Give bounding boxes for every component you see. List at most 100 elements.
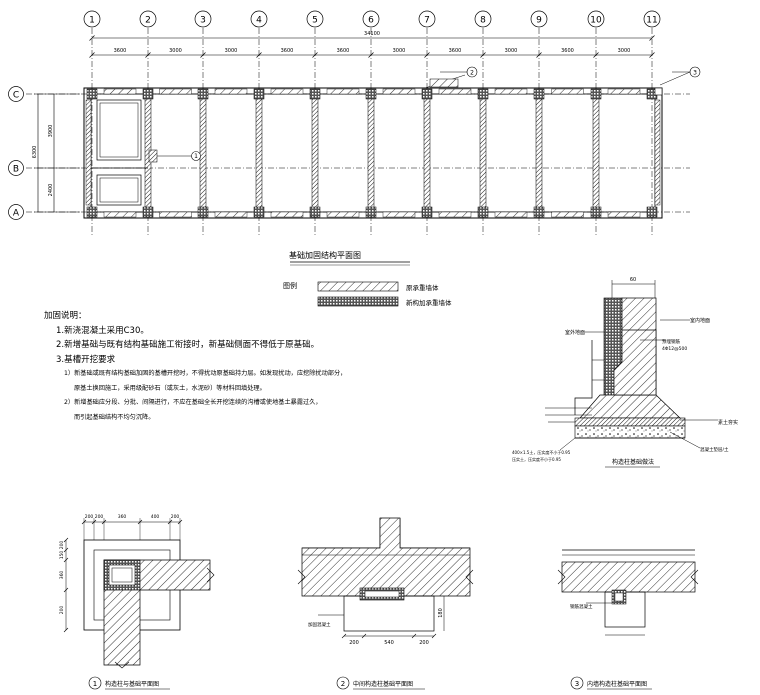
d2-tick-3 <box>431 633 437 639</box>
plan-column-top-1 <box>142 88 154 100</box>
axis-label-col-11: 11 <box>646 16 657 26</box>
dim-tick-total-start <box>89 35 95 41</box>
span-dim-7: 3000 <box>505 48 518 54</box>
plan-column-bot-6 <box>421 206 433 218</box>
plan-wall-bot-6 <box>438 211 472 218</box>
note-3: 3.基槽开挖要求 <box>56 354 116 365</box>
dim-left-outer: 6300 <box>32 146 38 159</box>
dim-tick-8 <box>536 52 542 58</box>
axis-bubble-col-10 <box>587 10 605 28</box>
plan-wall-top-2 <box>214 88 248 95</box>
section-label-right: 素土夯实 <box>718 419 738 426</box>
section-title: 构造柱基础做法 <box>612 458 654 466</box>
dim-tick-10 <box>649 52 655 58</box>
axis-label-col-5: 5 <box>312 16 318 26</box>
note-3-1a: 1）新基础或既有结构基础加固的基槽开挖时，不得扰动原基础持力层。如发现扰动，应挖… <box>64 370 347 377</box>
plan-wall-col-5 <box>367 93 375 213</box>
dim-tick-7 <box>480 52 486 58</box>
detail2-number: 2 <box>341 680 345 688</box>
detail3-number: 3 <box>575 680 579 688</box>
d1-dim-0: 200 <box>85 514 94 520</box>
dim-left-top: 3900 <box>48 125 54 138</box>
detail3-label: 钢筋混凝土 <box>570 603 593 610</box>
axis-bubble-col-11 <box>643 10 661 28</box>
span-dim-8: 3600 <box>561 48 574 54</box>
note-3-2b: 而引起基础结构不均匀沉降。 <box>74 413 155 421</box>
span-dim-9: 3000 <box>618 48 631 54</box>
plan-wall-right <box>654 99 661 206</box>
detail2-vdim: 180 <box>438 608 444 618</box>
plan-column-bot-8 <box>533 206 545 218</box>
axis-label-col-7: 7 <box>424 16 430 26</box>
section-detail: 60 室内地面 室外地面 预埋钢筋 4Φ12@500 素土夯实 混凝土垫层/土 … <box>512 277 738 468</box>
callout-1: 1 <box>194 153 198 160</box>
axis-bubble-col-9 <box>530 10 548 28</box>
plan-wall-top-8 <box>551 88 584 95</box>
axis-bubble-col-6 <box>362 10 380 28</box>
plan-title-text: 基础加固结构平面图 <box>289 250 361 260</box>
notes-block: 加固说明： 1.新浇混凝土采用C30。 2.新增基础与既有结构基础施工衔接时，新… <box>44 309 374 425</box>
plan-wall-col-7 <box>479 93 487 213</box>
note-1: 1.新浇混凝土采用C30。 <box>56 325 149 336</box>
detail1-title: 构造柱与基础平面图 <box>105 680 159 688</box>
note-2: 2.新增基础与既有结构基础施工衔接时，新基础侧面不得低于原基础。 <box>56 340 320 350</box>
plan-wall-bot-5 <box>382 211 416 218</box>
axis-label-col-8: 8 <box>480 16 486 26</box>
plan-column-bot-1 <box>142 206 154 218</box>
plan-wall-col-3 <box>255 93 263 213</box>
d1-vdim-1: 150 <box>59 551 65 560</box>
axis-label-col-6: 6 <box>368 16 374 26</box>
dim-tick-1 <box>145 52 151 58</box>
plan-column-bot-2 <box>197 206 209 218</box>
axis-label-row-B: B <box>13 164 19 174</box>
d1-vdim-2: 360 <box>59 571 65 580</box>
detail2-title: 中间构造柱基础平面图 <box>353 680 413 688</box>
detail-3: 钢筋混凝土 3 内墙构造柱基础平面图 <box>557 549 699 690</box>
plan-wall-col-2 <box>199 93 207 213</box>
span-dim-6: 3600 <box>449 48 462 54</box>
plan-column-top-3 <box>253 88 265 100</box>
axis-bubble-col-1 <box>83 10 101 28</box>
plan-wall-bot-9 <box>607 211 641 218</box>
plan-wall-bot-0 <box>103 211 137 218</box>
plan-wall-col-6 <box>423 93 431 213</box>
span-dim-0: 3600 <box>114 48 127 54</box>
legend-swatch-hatch <box>317 281 399 292</box>
section-label-rebar2: 4Φ12@500 <box>662 346 687 352</box>
plan-column-top-7 <box>477 88 489 100</box>
span-dim-2: 3000 <box>225 48 238 54</box>
dim-tick-5 <box>368 52 374 58</box>
d1-dim-4: 200 <box>171 514 180 520</box>
notes-title: 加固说明： <box>44 311 87 321</box>
plan-column-top-6 <box>421 88 433 100</box>
dim-tick-3 <box>256 52 262 58</box>
total-dim: 34100 <box>364 31 380 37</box>
section-label-rebar: 预埋钢筋 <box>662 338 680 345</box>
legend-swatch-cross <box>317 296 399 307</box>
dim-tick-0 <box>89 52 95 58</box>
plan-column-bot-5 <box>365 206 377 218</box>
plan-column-top-0 <box>86 88 98 100</box>
detail2-label: 加固混凝土 <box>308 621 331 628</box>
d1-vdim-0: 200 <box>59 541 65 550</box>
axis-label-col-9: 9 <box>536 16 542 26</box>
legend-label: 图例 <box>283 281 297 290</box>
d2-dim-1: 540 <box>384 640 394 646</box>
plan-column-top-5 <box>365 88 377 100</box>
section-label-bottom1: 400×1.5土，压实度不小于0.95 <box>512 449 571 455</box>
d2-tick-0 <box>341 633 347 639</box>
callout-2: 2 <box>470 70 474 77</box>
plan-wall-col-4 <box>311 93 319 213</box>
detail3-title: 内墙构造柱基础平面图 <box>587 680 647 688</box>
plan-wall-bot-3 <box>270 211 304 218</box>
span-dim-5: 3000 <box>393 48 406 54</box>
plan-wall-top-7 <box>494 88 528 95</box>
section-label-indoor: 室内地面 <box>690 317 710 324</box>
plan-column-top-8 <box>533 88 545 100</box>
span-dim-3: 3600 <box>281 48 294 54</box>
legend-item1: 原承重墙体 <box>406 283 439 292</box>
axis-label-col-1: 1 <box>89 16 95 26</box>
plan-wall-top-5 <box>382 88 416 95</box>
